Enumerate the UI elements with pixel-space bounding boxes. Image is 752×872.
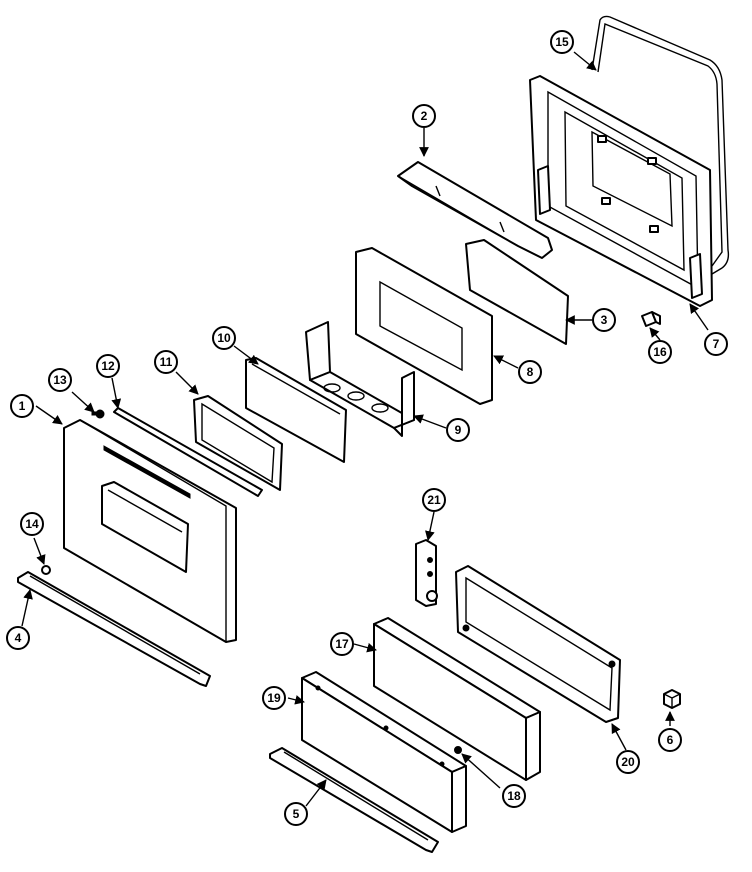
callout-3: 3 <box>592 308 616 332</box>
part-screw-13 <box>91 409 105 419</box>
callout-21: 21 <box>422 488 446 512</box>
svg-text:13: 13 <box>53 373 67 387</box>
callout-9: 9 <box>446 418 470 442</box>
part-nut-14 <box>41 565 51 575</box>
part-hinge <box>415 539 438 607</box>
part-screw-18 <box>454 746 462 754</box>
callout-19: 19 <box>262 686 286 710</box>
svg-text:19: 19 <box>267 691 281 705</box>
part-drawer-front <box>301 671 467 833</box>
part-door-gasket <box>591 15 730 275</box>
callout-1: 1 <box>10 394 34 418</box>
part-inner-door-liner <box>529 75 713 307</box>
svg-text:1: 1 <box>19 399 26 413</box>
svg-text:9: 9 <box>455 423 462 437</box>
part-clip-16 <box>641 311 661 327</box>
part-drawer-insulation <box>373 617 541 781</box>
callout-10: 10 <box>212 326 236 350</box>
svg-text:5: 5 <box>293 807 300 821</box>
svg-text:10: 10 <box>217 331 231 345</box>
callout-8: 8 <box>518 360 542 384</box>
svg-text:15: 15 <box>555 35 569 49</box>
svg-text:11: 11 <box>160 355 173 369</box>
part-insulation-bracket <box>305 321 415 437</box>
callout-13: 13 <box>48 368 72 392</box>
callout-20: 20 <box>616 750 640 774</box>
callout-4: 4 <box>6 626 30 650</box>
svg-text:20: 20 <box>621 755 635 769</box>
part-door-vent-channel <box>397 161 553 259</box>
callout-16: 16 <box>648 340 672 364</box>
svg-text:21: 21 <box>427 493 441 507</box>
svg-text:3: 3 <box>601 313 608 327</box>
callout-11: 11 <box>154 350 178 374</box>
part-glass-gasket <box>193 395 283 491</box>
svg-text:16: 16 <box>653 345 667 359</box>
callout-2: 2 <box>412 104 436 128</box>
callout-14: 14 <box>20 512 44 536</box>
part-drawer-handle <box>269 747 439 853</box>
svg-text:8: 8 <box>527 365 534 379</box>
callout-17: 17 <box>330 632 354 656</box>
svg-text:7: 7 <box>713 337 720 351</box>
part-bumper-6 <box>663 689 681 709</box>
svg-text:2: 2 <box>421 109 428 123</box>
callout-18: 18 <box>502 784 526 808</box>
part-door-handle <box>17 571 211 687</box>
callout-15: 15 <box>550 30 574 54</box>
part-outer-door-panel <box>63 419 237 643</box>
svg-text:17: 17 <box>335 637 349 651</box>
callout-12: 12 <box>96 354 120 378</box>
part-glass-frame <box>355 247 493 405</box>
svg-text:18: 18 <box>507 789 521 803</box>
part-drawer-liner <box>455 565 621 723</box>
svg-text:6: 6 <box>667 733 674 747</box>
leader-lines <box>21 51 709 807</box>
part-trim-strip <box>113 407 263 497</box>
svg-text:14: 14 <box>25 517 39 531</box>
callout-7: 7 <box>704 332 728 356</box>
svg-text:4: 4 <box>15 631 22 645</box>
callout-5: 5 <box>284 802 308 826</box>
svg-text:12: 12 <box>101 359 115 373</box>
callout-6: 6 <box>658 728 682 752</box>
